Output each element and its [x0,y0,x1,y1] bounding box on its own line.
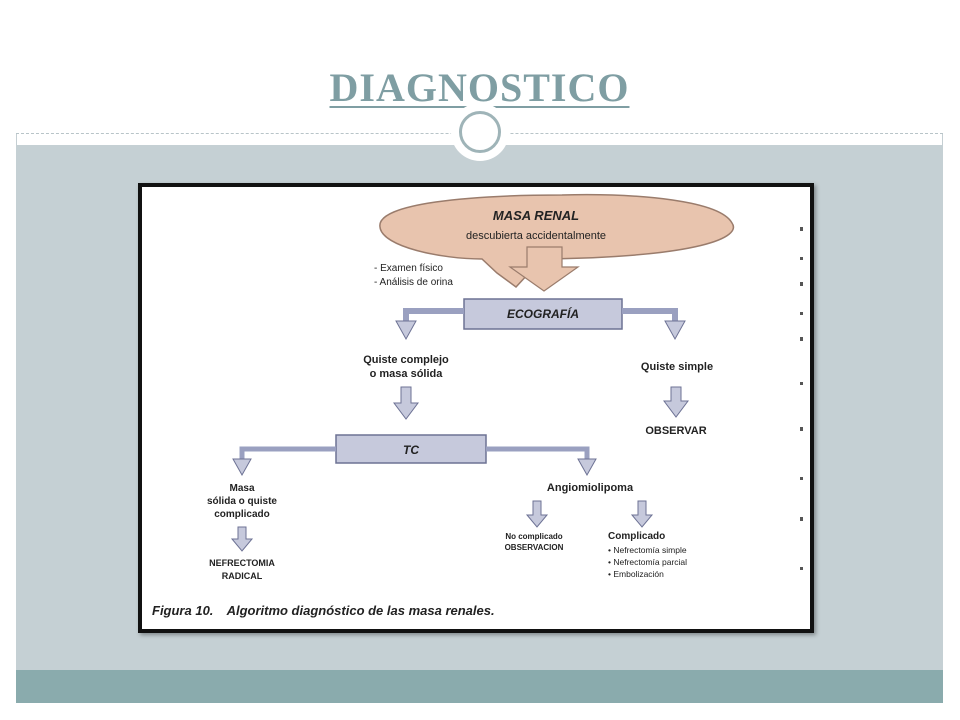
arrow-to-nefrectomia [230,526,254,552]
masa-solida-label: o masa sólida [370,368,444,380]
tc-label: TC [403,443,419,457]
tc-connector-left [239,446,336,459]
masa-renal-node [379,193,735,289]
observar-label: OBSERVAR [645,425,706,437]
arrow-down-icon [232,458,252,477]
angiomiolipoma-label: Angiomiolipoma [547,482,634,494]
footer-band [16,670,943,703]
arrow-down-icon [664,320,686,341]
arrow-to-tc [393,386,419,420]
ecografia-box [463,298,623,330]
complicado-item-3: • Embolización [608,569,664,579]
complicado-item-1: • Nefrectomía simple [608,545,687,555]
arrow-to-no-complicado [525,500,549,528]
tc-connector-right [486,446,590,459]
no-complicado-label: No complicado [505,532,562,541]
branch-connector-left [403,308,464,323]
caption-label: Figura 10. [152,603,213,618]
ecografia-label: ECOGRAFÍA [507,306,579,321]
slide-title: DIAGNOSTICO [329,65,630,110]
complicado-title: Complicado [608,531,665,542]
tc-box [335,434,487,464]
quiste-complejo-label: Quiste complejo [363,354,449,366]
flowchart-svg: MASA RENAL descubierta accidentalmente -… [152,193,803,618]
branch-connector-right [622,308,678,323]
ring-icon [459,111,501,153]
arrow-down-icon [577,458,597,477]
arrow-to-observar [663,386,689,418]
nefrectomia-label: NEFRECTOMIA [209,558,275,568]
caption-text: Algoritmo diagnóstico de las masa renale… [226,603,495,618]
quiste-simple-label: Quiste simple [641,361,713,373]
circle-ornament-icon [451,103,509,161]
analisis-orina: - Análisis de orina [374,277,453,288]
exam-fisico: - Examen físico [374,263,443,274]
arrow-down-icon [395,320,417,341]
diagnostic-algorithm-figure: MASA RENAL descubierta accidentalmente -… [138,183,814,633]
complicado-item-2: • Nefrectomía parcial [608,557,687,567]
masa-renal-title: MASA RENAL [493,208,579,223]
radical-label: RADICAL [222,571,263,581]
masa-renal-subtitle: descubierta accidentalmente [466,230,606,242]
arrow-to-complicado [630,500,654,528]
figure-caption: Figura 10. Algoritmo diagnóstico de las … [152,603,495,618]
masa-label: Masa [229,483,254,494]
masa-renal-pointer [508,246,580,292]
scan-edge-marks [800,227,803,570]
observacion-label: OBSERVACION [505,543,564,552]
solida-quiste-label: sólida o quiste [207,496,277,507]
complicado-label: complicado [214,509,270,520]
